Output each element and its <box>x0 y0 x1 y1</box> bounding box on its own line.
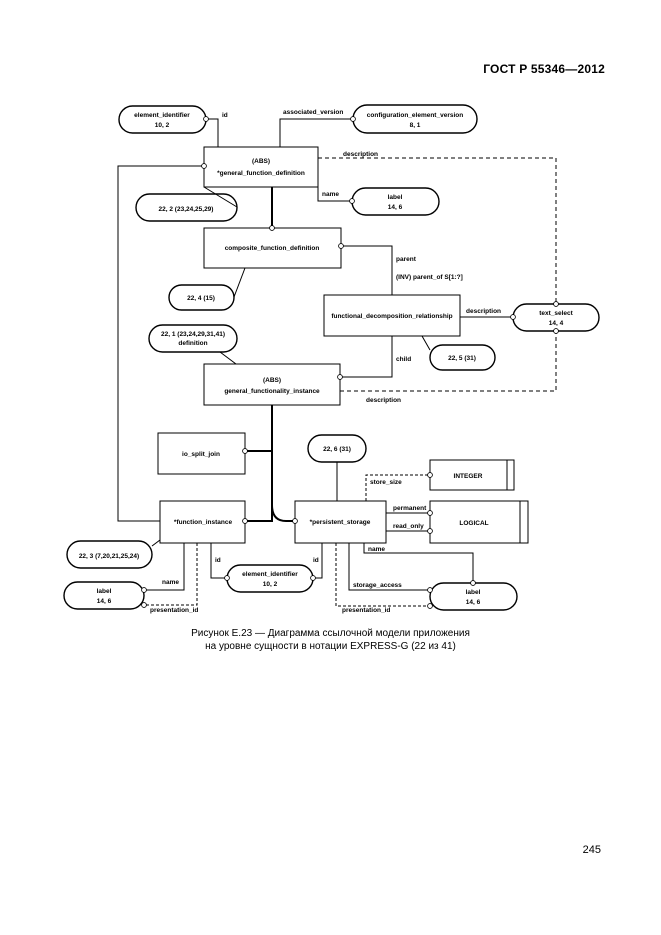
entity-function-instance: *function_instance <box>159 500 246 544</box>
attr-presentation-id-right: presentation_id <box>342 607 390 614</box>
attr-name-fi: name <box>162 579 179 586</box>
ref-elem-id-bottom-line1: element_identifier <box>242 571 298 578</box>
logical-label: LOGICAL <box>459 520 488 527</box>
gfd-line2: *general_function_definition <box>217 170 305 177</box>
page-ref-r5-text: 22, 6 (31) <box>323 446 351 453</box>
attr-permanent: permanent <box>393 505 427 512</box>
fi-label: *function_instance <box>174 519 233 526</box>
gfd-line1: (ABS) <box>252 158 270 165</box>
attr-storage-access: storage_access <box>353 582 402 589</box>
ref-element-identifier-bottom: element_identifier 10, 2 <box>226 564 314 593</box>
ref-elem-id-top-line1: element_identifier <box>134 112 190 119</box>
attr-id-fi: id <box>215 557 221 564</box>
page-ref-r3: 22, 5 (31) <box>429 344 496 371</box>
page-ref-r2-text: 22, 4 (15) <box>187 295 215 302</box>
page-ref-r4-line1: 22, 1 (23,24,29,31,41) <box>161 331 225 338</box>
ref-text-select: text_select 14, 4 <box>512 303 600 332</box>
ref-text-select-line1: text_select <box>539 310 573 317</box>
relationship-lines <box>117 116 559 609</box>
ref-cfg-ver-line2: 8, 1 <box>410 122 421 129</box>
attr-id-top: id <box>222 112 228 119</box>
ref-text-select-line2: 14, 4 <box>549 320 564 327</box>
caption-line1: Рисунок E.23 — Диаграмма ссылочной модел… <box>191 628 470 639</box>
page-ref-r3-text: 22, 5 (31) <box>448 355 476 362</box>
entity-functional-decomposition-relationship: functional_decomposition_relationship <box>323 294 461 337</box>
ref-label-left: label 14, 6 <box>63 581 145 610</box>
page-ref-r4: 22, 1 (23,24,29,31,41) definition <box>148 324 238 353</box>
caption-line2: на уровне сущности в нотации EXPRESS-G (… <box>205 641 456 652</box>
page-ref-r1-text: 22, 2 (23,24,25,29) <box>159 206 214 213</box>
ps-label: *persistent_storage <box>310 519 371 526</box>
attribute-labels: id associated_version description name p… <box>150 109 501 614</box>
gfi-line2: general_functionality_instance <box>224 388 320 395</box>
attr-id-ps: id <box>313 557 319 564</box>
attr-parent: parent <box>396 256 417 263</box>
attr-presentation-id-left: presentation_id <box>150 607 198 614</box>
figure-caption: Рисунок E.23 — Диаграмма ссылочной модел… <box>0 627 661 653</box>
ref-label-right-line1: label <box>466 589 481 596</box>
attr-child: child <box>396 356 411 363</box>
ref-label-top-line2: 14, 6 <box>388 204 403 211</box>
attr-description-mid: description <box>466 308 501 315</box>
isj-label: io_split_join <box>182 451 220 458</box>
attr-read-only: read_only <box>393 523 424 530</box>
ref-label-top: label 14, 6 <box>351 187 440 216</box>
attr-associated-version: associated_version <box>283 109 343 116</box>
ref-element-identifier-top: element_identifier 10, 2 <box>118 105 207 134</box>
type-logical: LOGICAL <box>429 500 529 544</box>
page-number: 245 <box>582 844 601 856</box>
ref-cfg-ver-line1: configuration_element_version <box>367 112 463 119</box>
ref-elem-id-bottom-line2: 10, 2 <box>263 581 278 588</box>
ref-label-left-line2: 14, 6 <box>97 598 112 605</box>
page-ref-r6: 22, 3 (7,20,21,25,24) <box>66 540 153 569</box>
ref-label-top-line1: label <box>388 194 403 201</box>
attr-description-bottom: description <box>366 397 401 404</box>
attr-name-top: name <box>322 191 339 198</box>
entity-persistent-storage: *persistent_storage <box>294 500 387 544</box>
ref-configuration-element-version: configuration_element_version 8, 1 <box>352 104 478 134</box>
page-ref-r1: 22, 2 (23,24,25,29) <box>135 193 238 222</box>
type-integer: INTEGER <box>429 459 515 491</box>
cfd-label: composite_function_definition <box>225 245 320 252</box>
ref-label-left-line1: label <box>97 588 112 595</box>
ref-elem-id-top-line2: 10, 2 <box>155 122 170 129</box>
attr-name-ps: name <box>368 546 385 553</box>
entity-general-function-definition: (ABS) *general_function_definition <box>203 146 319 188</box>
page-ref-r2: 22, 4 (15) <box>168 284 235 311</box>
gfi-line1: (ABS) <box>263 377 281 384</box>
document-header: ГОСТ Р 55346—2012 <box>483 62 605 76</box>
page-ref-r4-line2: definition <box>178 340 207 347</box>
ref-label-right: label 14, 6 <box>429 582 518 611</box>
integer-label: INTEGER <box>454 473 483 480</box>
attr-store-size: store_size <box>370 479 402 486</box>
page-ref-r6-text: 22, 3 (7,20,21,25,24) <box>79 553 139 560</box>
entity-composite-function-definition: composite_function_definition <box>203 227 342 269</box>
fdr-label: functional_decomposition_relationship <box>331 313 452 320</box>
entity-io-split-join: io_split_join <box>157 432 246 475</box>
ref-label-right-line2: 14, 6 <box>466 599 481 606</box>
attr-inv-parent: (INV) parent_of S[1:?] <box>396 274 463 281</box>
attr-description-top: description <box>343 151 378 158</box>
entity-general-functionality-instance: (ABS) general_functionality_instance <box>203 363 341 406</box>
page-ref-r5: 22, 6 (31) <box>307 434 367 463</box>
